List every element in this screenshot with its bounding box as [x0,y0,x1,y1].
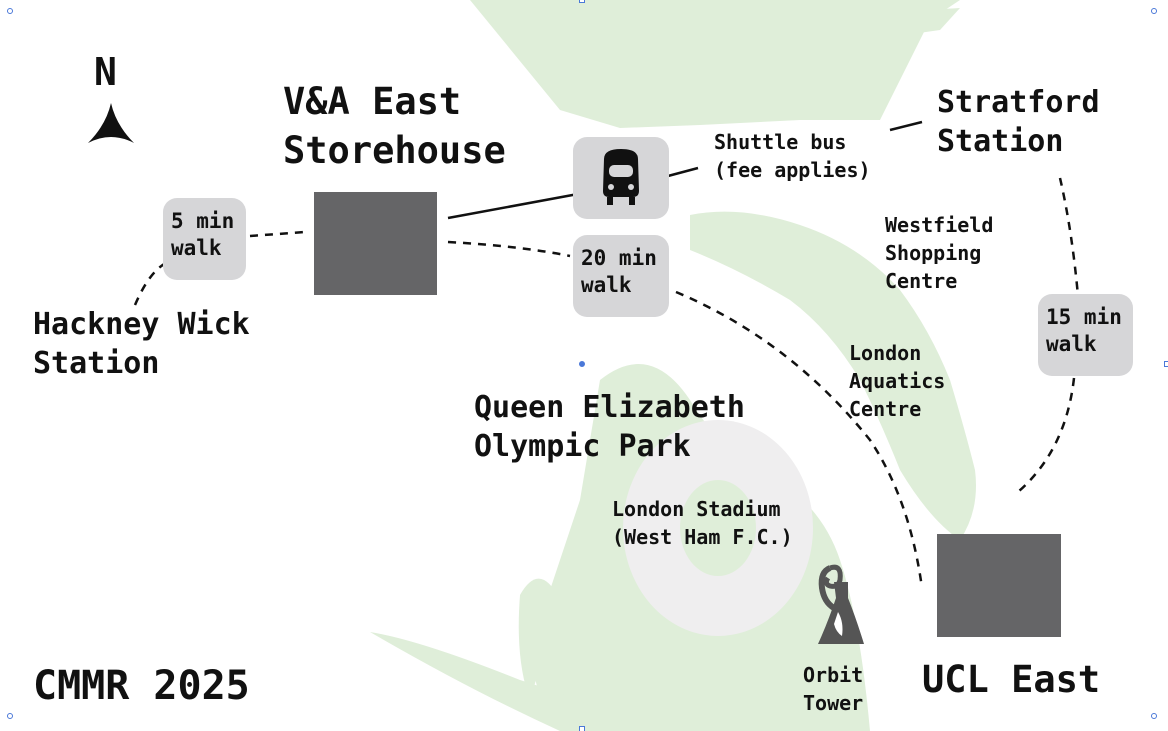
shuttle-bus-label: Shuttle bus (fee applies) [714,130,871,182]
hackney-wick-label: Hackney Wick Station [33,307,250,381]
va-east-label: V&A East Storehouse [283,80,506,172]
park-label: Queen Elizabeth Olympic Park [474,390,745,464]
selection-handle-tl[interactable] [7,8,13,14]
park-area-central [690,211,976,540]
orbit-tower-icon [818,564,864,644]
selection-handle-br[interactable] [1151,713,1157,719]
walk-route-stratford-a [1058,177,1080,297]
shuttle-bus-badge [573,137,669,219]
selection-handle-bl[interactable] [7,713,13,719]
selection-handle-center[interactable] [579,361,585,367]
shuttle-route-line [447,192,579,220]
walk-route-park-a [447,240,571,258]
walk-route-park-b [675,290,924,589]
selection-handle-bc[interactable] [579,726,585,731]
walk-route-stratford-b [1017,377,1076,493]
stratford-station-label: Stratford Station [937,85,1100,159]
bus-icon [603,149,639,205]
walk-time-park: 20 min walk [573,235,669,317]
westfield-label: Westfield Shopping Centre [885,213,994,293]
shuttle-route-line-2 [667,166,699,178]
stadium-label: London Stadium (West Ham F.C.) [612,497,793,549]
north-label: N [94,50,117,94]
walk-time-hackney: 5 min walk [163,198,246,280]
orbit-tower-label: Orbit Tower [803,663,864,715]
selection-handle-tr[interactable] [1151,8,1157,14]
ucl-east-building [937,534,1061,637]
north-arrow-icon [88,103,134,143]
selection-handle-mr[interactable] [1164,361,1168,367]
map-title: CMMR 2025 [33,663,250,709]
park-area-north [470,0,960,128]
ucl-east-label: UCL East [922,658,1101,701]
aquatics-centre-label: London Aquatics Centre [849,341,946,421]
shuttle-route-line-3 [889,120,923,132]
selection-handle-tc[interactable] [579,0,585,3]
walk-time-stratford: 15 min walk [1038,294,1133,376]
va-east-building [314,192,437,295]
